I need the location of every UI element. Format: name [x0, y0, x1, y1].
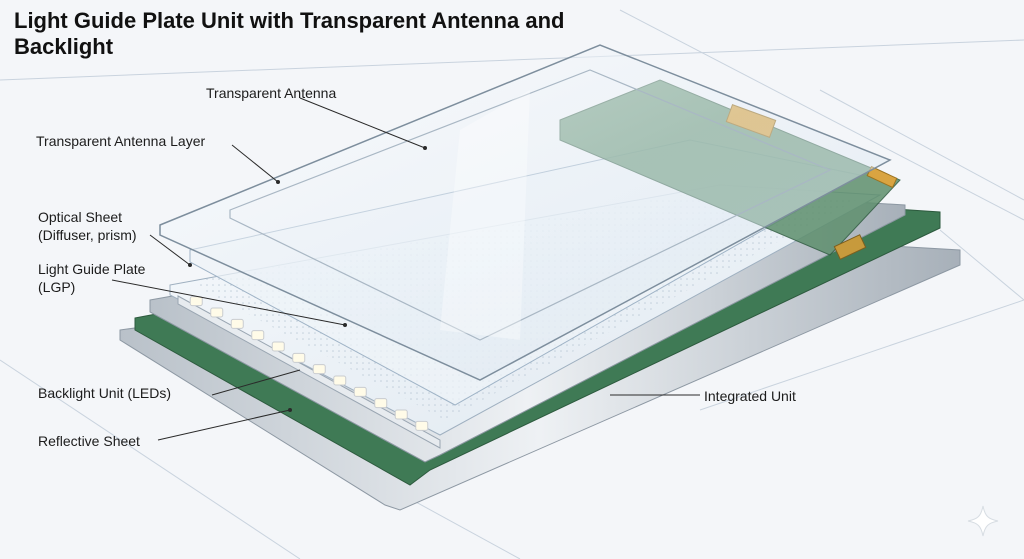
led: [312, 364, 326, 375]
transparent-antenna-layer: [159, 44, 892, 381]
led: [271, 341, 285, 352]
led: [415, 420, 429, 431]
led: [394, 409, 408, 420]
label-integrated-unit: Integrated Unit: [704, 388, 796, 404]
label-antenna-layer: Transparent Antenna Layer: [36, 133, 206, 149]
label-lgp-sub: (LGP): [38, 279, 76, 295]
leader-dots: [188, 146, 427, 412]
sparkle-icon: [967, 505, 999, 537]
glass-highlight: [440, 90, 530, 340]
label-optical-sheet: Optical Sheet: [38, 209, 123, 225]
led: [292, 352, 306, 363]
led: [251, 330, 265, 341]
label-backlight-unit: Backlight Unit (LEDs): [38, 385, 172, 401]
leader-lines: [111, 97, 700, 441]
led: [189, 296, 203, 307]
label-transparent-antenna: Transparent Antenna: [206, 85, 337, 101]
page-title: Light Guide Plate Unit with Transparent …: [14, 8, 565, 59]
led: [333, 375, 347, 386]
antenna-trace: [229, 69, 832, 341]
label-reflective-sheet: Reflective Sheet: [38, 433, 140, 449]
led: [374, 398, 388, 409]
label-optical-sheet-sub: (Diffuser, prism): [38, 227, 137, 243]
led-strip: [177, 295, 441, 449]
led: [230, 318, 244, 329]
label-lgp: Light Guide Plate: [38, 261, 146, 277]
led: [210, 307, 224, 318]
chip: [833, 234, 867, 260]
led: [353, 386, 367, 397]
